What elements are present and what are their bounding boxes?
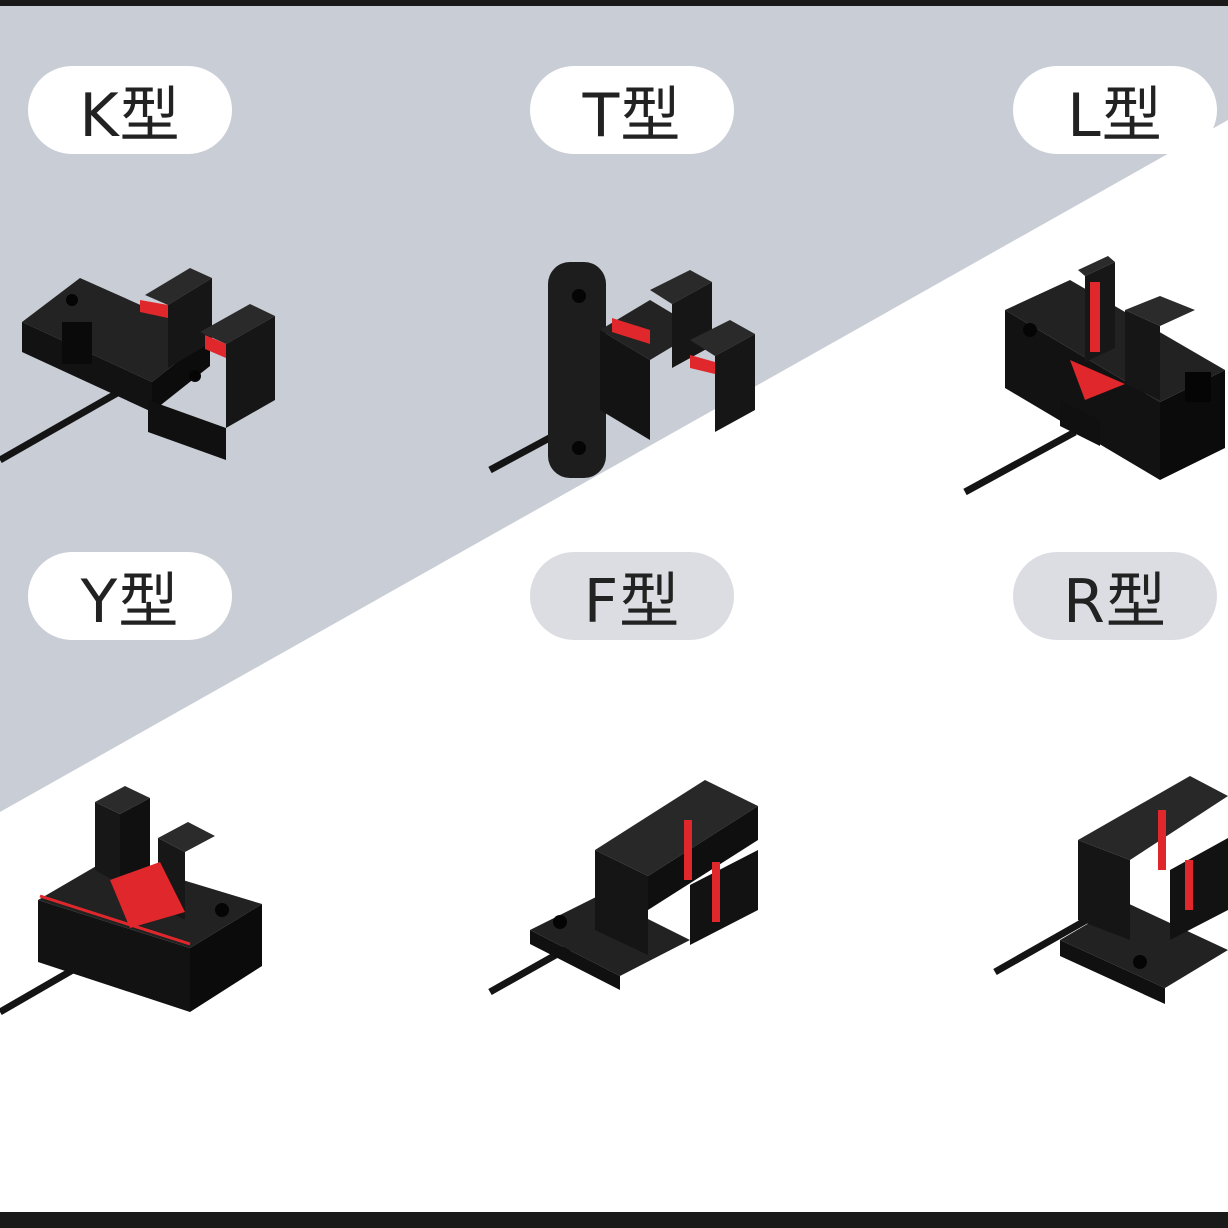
sensor-label-y: Y型	[28, 552, 232, 640]
slot-sensor-l-icon	[963, 256, 1225, 496]
top-frame-bar	[0, 0, 1228, 6]
sensor-label-t: T型	[530, 66, 734, 154]
sensor-label-k: K型	[28, 66, 232, 154]
slot-sensor-r-icon	[993, 776, 1228, 1004]
bottom-frame-bar	[0, 1212, 1228, 1228]
slot-sensor-f-icon	[488, 780, 758, 996]
slot-sensor-t-icon	[488, 262, 755, 478]
sensor-label-l: L型	[1013, 66, 1217, 154]
sensor-label-r: R型	[1013, 552, 1217, 640]
sensor-label-f: F型	[530, 552, 734, 640]
slot-sensor-y-icon	[0, 786, 262, 1016]
slot-sensor-k-icon	[0, 268, 275, 464]
